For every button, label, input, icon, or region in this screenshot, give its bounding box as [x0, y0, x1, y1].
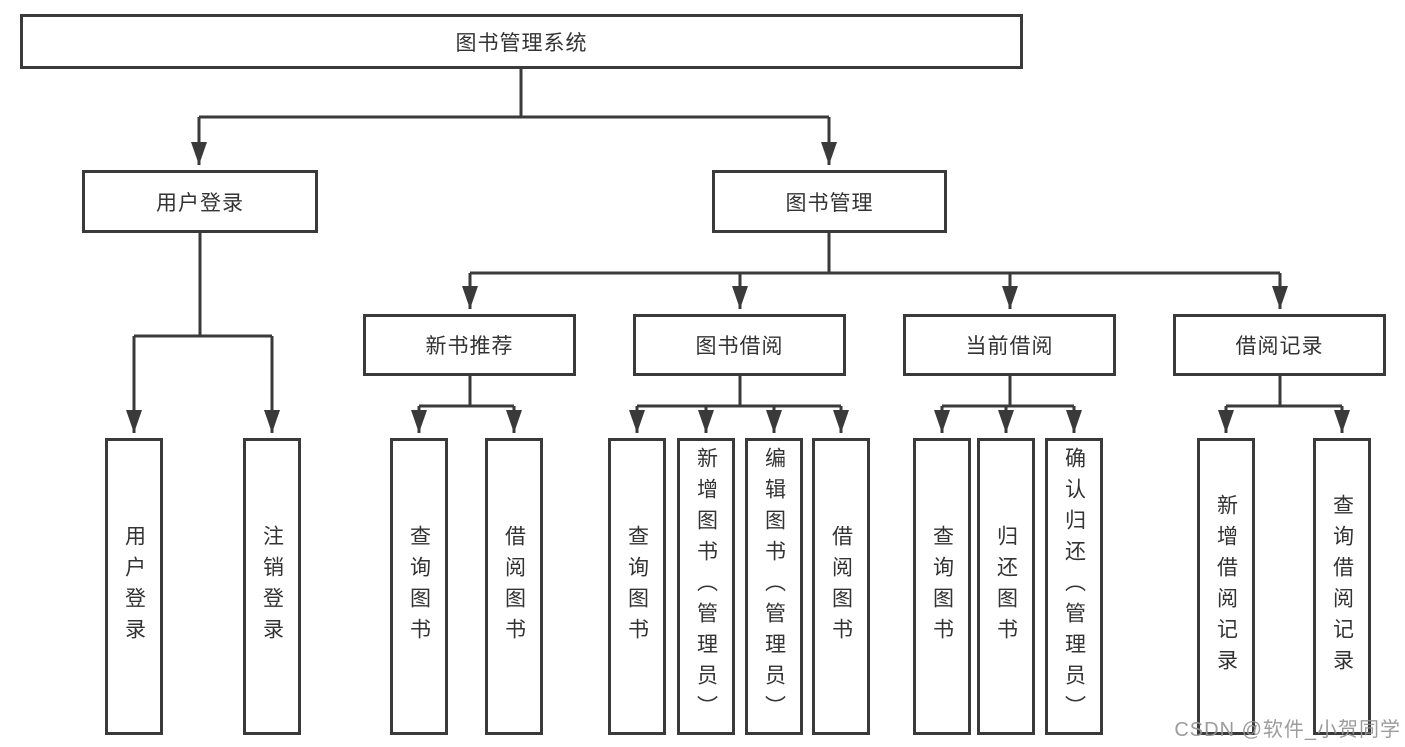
leaf-return-book-label: 归还图书 — [994, 524, 1018, 649]
node-book-management: 图书管理 — [712, 170, 947, 233]
node-root-label: 图书管理系统 — [455, 31, 588, 55]
leaf-query-borrow-record: 查询借阅记录 — [1313, 438, 1371, 735]
node-borrow-records-label: 借阅记录 — [1235, 335, 1324, 358]
node-borrow-records: 借阅记录 — [1173, 314, 1386, 376]
node-current-borrow: 当前借阅 — [903, 314, 1116, 376]
node-new-book-recommend: 新书推荐 — [363, 314, 576, 376]
leaf-query-borrow-record-label: 查询借阅记录 — [1330, 493, 1354, 680]
leaf-user-login-label: 用户登录 — [122, 524, 146, 649]
node-user-login: 用户登录 — [82, 170, 318, 233]
leaf-user-login: 用户登录 — [105, 438, 163, 735]
node-book-management-label: 图书管理 — [785, 191, 874, 215]
leaf-edit-book-admin: 编辑图书（管理员） — [745, 438, 803, 735]
leaf-add-book-admin-label: 新增图书（管理员） — [694, 447, 718, 726]
node-book-borrow: 图书借阅 — [633, 314, 846, 376]
leaf-add-book-admin: 新增图书（管理员） — [677, 438, 735, 735]
leaf-query-books-current: 查询图书 — [913, 438, 971, 735]
node-book-borrow-label: 图书借阅 — [695, 335, 784, 358]
node-root: 图书管理系统 — [20, 14, 1023, 69]
leaf-return-book: 归还图书 — [977, 438, 1035, 735]
watermark: CSDN @软件_小贺同学 — [1174, 719, 1401, 741]
leaf-add-borrow-record: 新增借阅记录 — [1197, 438, 1255, 735]
node-user-login-label: 用户登录 — [156, 191, 244, 215]
leaf-confirm-return-admin: 确认归还（管理员） — [1045, 438, 1103, 735]
leaf-borrow-books-label: 借阅图书 — [829, 524, 853, 649]
leaf-logout-login-label: 注销登录 — [260, 524, 284, 649]
leaf-edit-book-admin-label: 编辑图书（管理员） — [762, 447, 786, 726]
node-current-borrow-label: 当前借阅 — [965, 335, 1054, 358]
leaf-borrow-books-recommend-label: 借阅图书 — [502, 524, 526, 649]
leaf-borrow-books: 借阅图书 — [812, 438, 870, 735]
leaf-confirm-return-admin-label: 确认归还（管理员） — [1062, 447, 1086, 726]
leaf-query-books-borrow-label: 查询图书 — [625, 524, 649, 649]
leaf-query-books-recommend-label: 查询图书 — [407, 524, 431, 649]
leaf-logout-login: 注销登录 — [243, 438, 301, 735]
leaf-query-books-borrow: 查询图书 — [608, 438, 666, 735]
leaf-borrow-books-recommend: 借阅图书 — [485, 438, 543, 735]
leaf-add-borrow-record-label: 新增借阅记录 — [1214, 493, 1238, 680]
node-new-book-recommend-label: 新书推荐 — [425, 335, 514, 358]
leaf-query-books-current-label: 查询图书 — [930, 524, 954, 649]
leaf-query-books-recommend: 查询图书 — [390, 438, 448, 735]
